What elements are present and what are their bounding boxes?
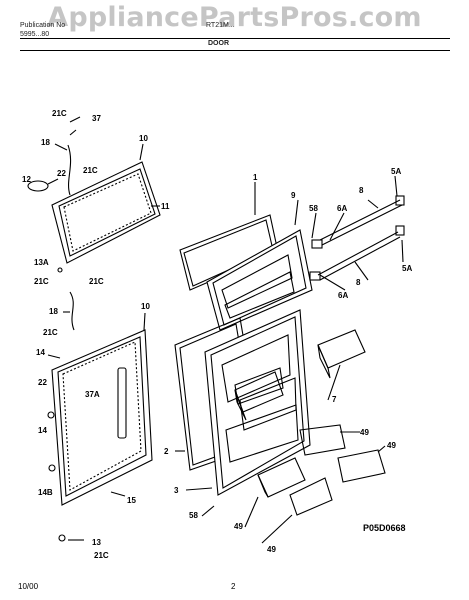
fresh-food-inner-door — [204, 309, 311, 496]
callout-22: 22 — [38, 378, 47, 387]
hinge-13a — [57, 267, 63, 273]
callout-58: 58 — [189, 511, 198, 520]
fresh-food-door-panel — [51, 329, 153, 506]
section-title: DOOR — [208, 40, 229, 47]
shelf-rods — [309, 195, 405, 281]
callout-8: 8 — [356, 278, 361, 287]
plug-12 — [27, 180, 49, 192]
callout-8: 8 — [359, 186, 364, 195]
callout-11: 11 — [161, 202, 170, 211]
dairy-door-covers — [234, 329, 366, 421]
callout-37: 37 — [92, 114, 101, 123]
callout-6a: 6A — [338, 291, 348, 300]
callout-6a: 6A — [337, 204, 347, 213]
footer-date: 10/00 — [18, 582, 39, 591]
diagram-code: P05D0668 — [363, 523, 406, 533]
door-bins — [257, 424, 386, 516]
callout-5a: 5A — [391, 167, 401, 176]
callout-18: 18 — [49, 307, 58, 316]
publication-label: Publication No — [20, 22, 66, 29]
model-number: RT21M... — [206, 22, 235, 29]
callout-12: 12 — [22, 175, 31, 184]
header-rule-bottom — [20, 50, 450, 51]
door-handle-37a — [117, 367, 127, 439]
callout-49: 49 — [234, 522, 243, 531]
callout-13a: 13A — [34, 258, 49, 267]
callout-10: 10 — [139, 134, 148, 143]
callout-58: 58 — [309, 204, 318, 213]
callout-14: 14 — [38, 426, 47, 435]
callout-3: 3 — [174, 486, 179, 495]
callout-13: 13 — [92, 538, 101, 547]
plug-14 — [47, 411, 55, 419]
plug-14b — [48, 464, 56, 472]
callout-2: 2 — [164, 447, 169, 456]
callout-21c: 21C — [89, 277, 104, 286]
callout-14b: 14B — [38, 488, 53, 497]
callout-15: 15 — [127, 496, 136, 505]
callout-18: 18 — [41, 138, 50, 147]
header-rule-top — [20, 38, 450, 39]
callout-22: 22 — [57, 169, 66, 178]
freezer-inner-door — [206, 229, 313, 331]
callout-21c: 21C — [34, 277, 49, 286]
callout-1: 1 — [253, 173, 258, 182]
callout-49: 49 — [387, 441, 396, 450]
freezer-door-panel — [51, 161, 161, 264]
callout-21c: 21C — [94, 551, 109, 560]
wire-18-upper — [67, 144, 72, 196]
footer-page: 2 — [231, 582, 236, 591]
publication-number: 5995...80 — [20, 31, 50, 38]
callout-5a: 5A — [402, 264, 412, 273]
callout-49: 49 — [267, 545, 276, 554]
wire-18-lower — [69, 291, 75, 331]
watermark: AppliancePartsPros.com — [47, 2, 422, 33]
callout-49: 49 — [360, 428, 369, 437]
callout-21c: 21C — [43, 328, 58, 337]
shelf-bar-upper — [234, 367, 284, 405]
callout-9: 9 — [291, 191, 296, 200]
hinge-13 — [58, 534, 66, 542]
callout-21c: 21C — [83, 166, 98, 175]
callout-14: 14 — [36, 348, 45, 357]
callout-7: 7 — [332, 395, 337, 404]
callout-21c: 21C — [52, 109, 67, 118]
callout-10: 10 — [141, 302, 150, 311]
callout-37a: 37A — [85, 390, 100, 399]
